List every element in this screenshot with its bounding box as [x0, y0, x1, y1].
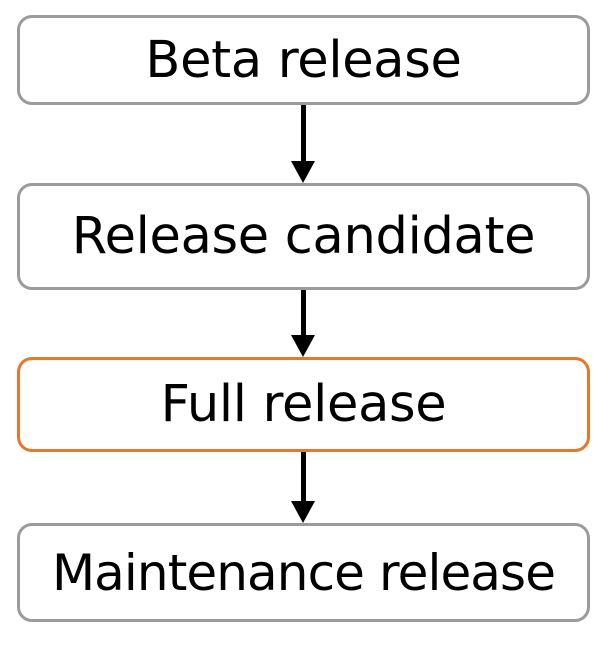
flow-node-beta-release[interactable]: Beta release — [17, 15, 590, 105]
arrow-head-down-icon — [291, 335, 315, 357]
flow-node-label: Beta release — [145, 30, 462, 90]
flow-node-label: Release candidate — [71, 207, 536, 266]
flow-node-label: Full release — [160, 375, 447, 434]
arrow-shaft — [300, 105, 306, 161]
flow-connector-rc-to-full — [291, 290, 315, 357]
flow-node-maintenance-release[interactable]: Maintenance release — [17, 523, 590, 622]
flow-node-label: Maintenance release — [51, 543, 556, 602]
flow-node-release-candidate[interactable]: Release candidate — [17, 183, 590, 290]
arrow-shaft — [300, 452, 306, 501]
flow-connector-beta-to-rc — [291, 105, 315, 183]
arrow-head-down-icon — [291, 161, 315, 183]
arrow-shaft — [300, 290, 306, 335]
flow-node-full-release[interactable]: Full release — [17, 357, 590, 452]
arrow-head-down-icon — [291, 501, 315, 523]
flow-connector-full-to-maintenance — [291, 452, 315, 523]
